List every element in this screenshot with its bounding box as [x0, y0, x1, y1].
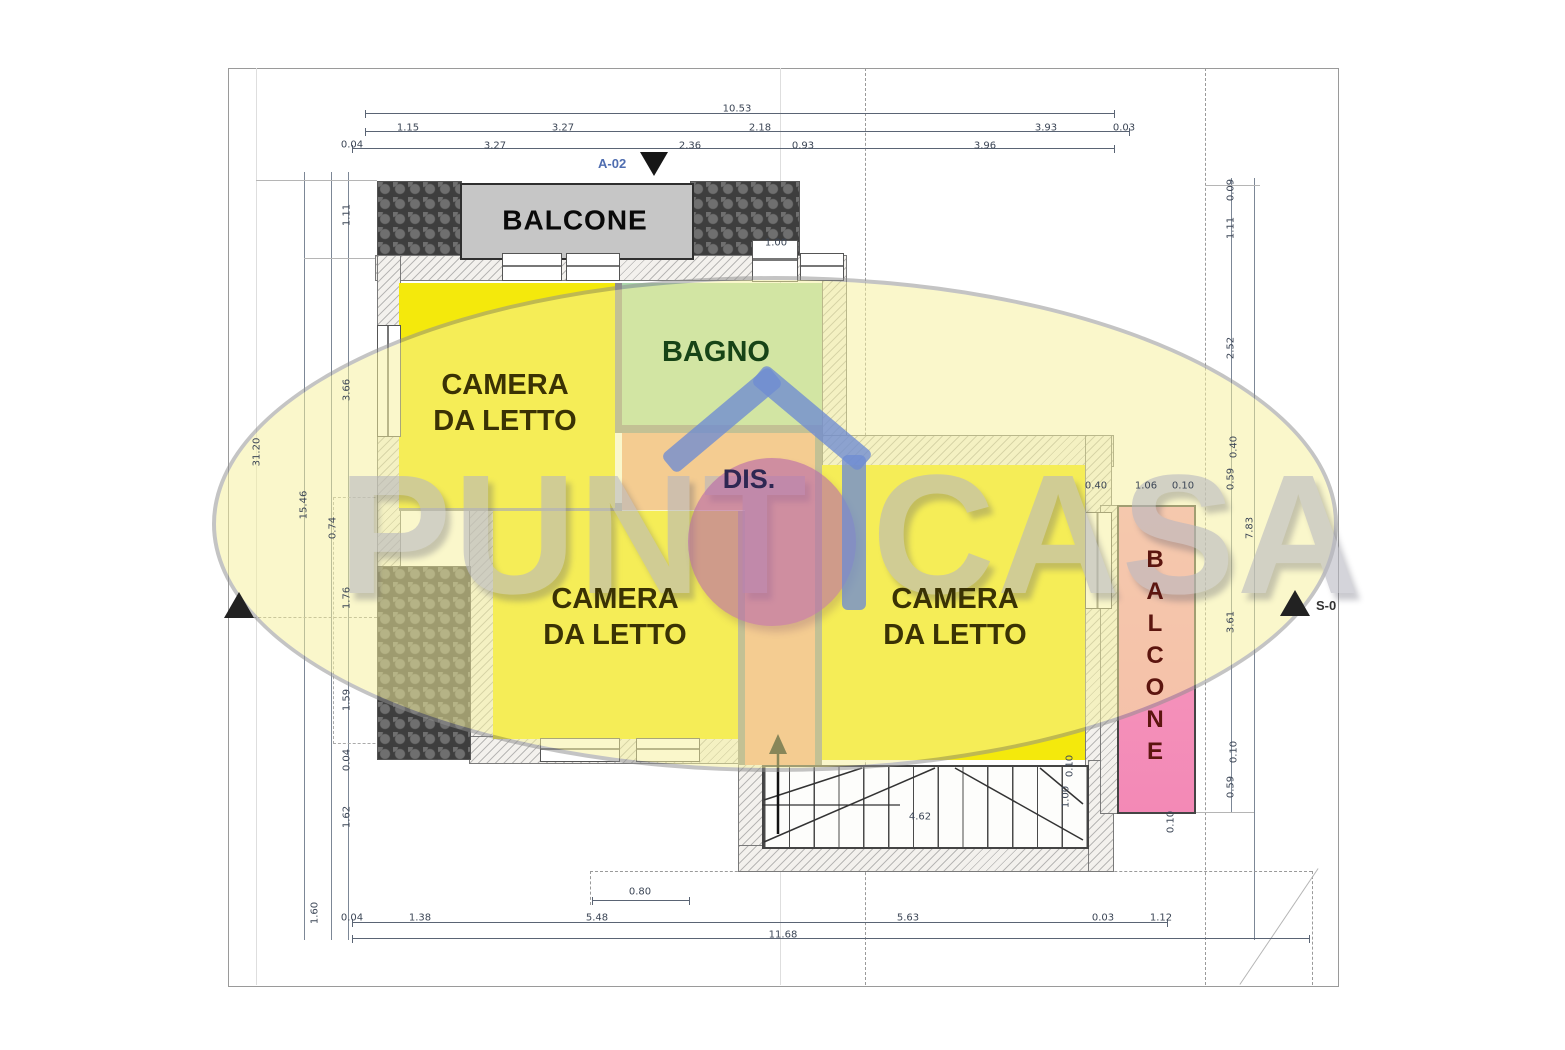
dimension-line	[592, 897, 690, 905]
projection-outline	[1312, 871, 1313, 985]
window	[566, 253, 620, 281]
extension-line	[304, 258, 377, 259]
extension-line	[1192, 812, 1254, 813]
section-marker-s-label: S-0	[1316, 598, 1337, 613]
wall	[738, 845, 1114, 872]
dimension-line	[352, 935, 1310, 943]
room-label-camera-da-letto-3: CAMERA DA LETTO	[883, 582, 1027, 651]
dimension-line	[365, 110, 1115, 118]
section-marker-s-icon	[1280, 590, 1310, 616]
watermark-house-wall-icon	[842, 455, 866, 610]
stairs	[762, 765, 1089, 849]
extension-line	[1205, 185, 1260, 186]
room-label-dis: DIS.	[722, 464, 776, 495]
section-marker-a02-icon	[640, 152, 668, 176]
projection-outline	[590, 871, 591, 905]
room-label-balcone-top: BALCONE	[502, 204, 648, 236]
room-label-camera-da-letto-2: CAMERA DA LETTO	[543, 582, 687, 651]
dimension-line	[352, 919, 1168, 927]
room-label-balcone-right-text: BALCONE	[1141, 545, 1169, 770]
section-marker-left-icon	[224, 592, 254, 618]
dimension-line	[352, 145, 1115, 153]
watermark-logo-circle	[688, 458, 856, 626]
window	[502, 253, 562, 281]
watermark-word-casa: CASA	[872, 440, 1362, 630]
section-marker-a02-label: A-02	[598, 156, 627, 171]
paving-hatch	[377, 181, 462, 257]
room-label-bagno: BAGNO	[662, 335, 770, 368]
room-label-balcone-right: BALCONE	[1117, 505, 1192, 810]
room-label-camera-da-letto-1: CAMERA DA LETTO	[433, 368, 577, 437]
dimension-line	[365, 128, 1130, 136]
extension-line	[256, 180, 377, 181]
